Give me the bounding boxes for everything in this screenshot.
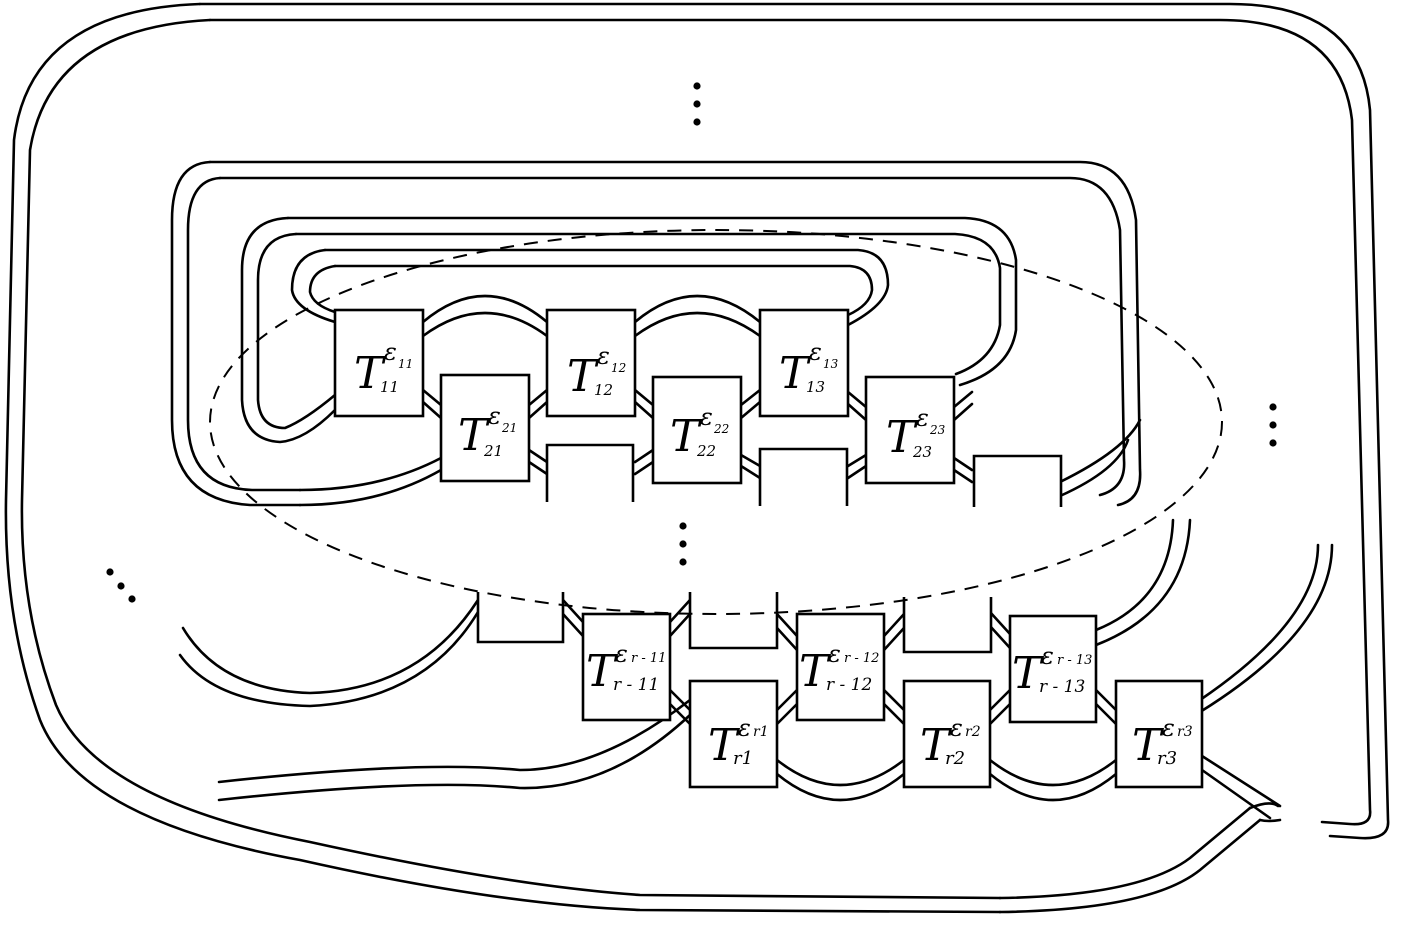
label-t11: T ε 11 11: [354, 338, 413, 399]
label-t11-sub: 11: [380, 378, 399, 396]
box-tr11: [581, 612, 672, 722]
tangle-labels: T ε 11 11 T ε 12 12 T ε 13 13 T ε 21 21 …: [354, 338, 1193, 771]
loop-4: [290, 248, 890, 327]
ellipsis-top: [693, 82, 701, 126]
label-t11-eps: ε: [384, 338, 397, 366]
box-t12: [545, 308, 637, 418]
label-t21: T ε 21 21: [458, 402, 517, 461]
label-t21-sub: 21: [483, 442, 503, 460]
label-tr12-sub: r - 12: [826, 675, 872, 695]
label-tr1-sub: r1: [733, 748, 753, 769]
ellipsis-left: [106, 568, 136, 603]
top-arcs: [421, 294, 762, 338]
crossing-strands: [298, 388, 1142, 507]
label-t12-sub: 12: [594, 381, 613, 399]
box-tr3: [1114, 679, 1204, 789]
label-t12-eps: ε: [597, 342, 610, 370]
label-t12-sup: 12: [611, 361, 626, 375]
label-t22-base: T: [670, 411, 703, 462]
label-tr3: T ε r3 r3: [1132, 714, 1193, 771]
cup-6: [902, 597, 993, 654]
label-tr3-eps: ε: [1162, 714, 1175, 742]
label-tr11-sub: r - 11: [613, 675, 659, 695]
box-t23: [864, 375, 956, 485]
box-tr1: [688, 679, 779, 789]
label-tr11-base: T: [586, 646, 619, 697]
label-t13-sub: 13: [806, 378, 825, 396]
box-tr12: [795, 612, 886, 722]
label-t11-sup: 11: [398, 357, 413, 371]
label-tr2-sup: r2: [965, 724, 981, 740]
label-t13-base: T: [779, 348, 812, 399]
label-tr1-sup: r1: [753, 724, 769, 740]
label-t11-base: T: [354, 348, 387, 399]
box-t21: [439, 373, 531, 483]
label-tr13-base: T: [1012, 648, 1045, 699]
label-t12: T ε 12 12: [567, 342, 626, 402]
label-tr1: T ε r1 r1: [708, 714, 769, 771]
cup-5: [688, 592, 779, 650]
label-tr2-eps: ε: [950, 714, 963, 742]
outer-loop: [4, 2, 1390, 914]
label-t13: T ε 13 13: [779, 338, 839, 399]
cup-3: [972, 454, 1063, 507]
label-t23-sup: 23: [929, 423, 946, 437]
label-t23-sub: 23: [912, 443, 932, 461]
label-tr11: T ε r - 11 r - 11: [586, 640, 666, 697]
box-t22: [651, 375, 743, 485]
tangle-boxes: [333, 308, 1204, 789]
label-tr2: T ε r2 r2: [920, 714, 981, 771]
label-t22-sub: 22: [696, 442, 716, 460]
label-t22: T ε 22 22: [670, 403, 729, 462]
label-tr12-eps: ε: [828, 640, 841, 668]
label-t13-sup: 13: [823, 357, 839, 371]
label-tr12-sup: r - 12: [844, 651, 879, 666]
label-tr2-base: T: [920, 720, 953, 771]
cup-1: [545, 443, 635, 502]
box-tr2: [902, 679, 992, 789]
label-t23-base: T: [886, 412, 919, 463]
label-t21-base: T: [458, 410, 491, 461]
ellipsis-dots: [106, 82, 1277, 603]
label-tr13-sup: r - 13: [1057, 653, 1092, 668]
label-tr12-base: T: [799, 646, 832, 697]
label-tr11-eps: ε: [615, 640, 628, 668]
label-tr3-base: T: [1132, 720, 1165, 771]
cup-2: [758, 447, 849, 506]
loop-2: [170, 160, 1142, 507]
label-t12-base: T: [567, 351, 600, 402]
cup-4: [476, 592, 565, 644]
label-t22-eps: ε: [700, 403, 713, 431]
ellipsis-right: [1269, 403, 1277, 447]
ellipsis-middle: [679, 522, 687, 566]
label-tr1-eps: ε: [738, 714, 751, 742]
box-t11: [333, 308, 425, 418]
label-t23-eps: ε: [916, 404, 929, 432]
cups: [476, 443, 1063, 654]
label-tr12: T ε r - 12 r - 12: [799, 640, 879, 697]
label-tr2-sub: r2: [945, 748, 965, 769]
label-tr11-sup: r - 11: [631, 651, 666, 666]
dashed-ellipse: [209, 229, 1223, 615]
label-tr1-base: T: [708, 720, 741, 771]
label-tr13-sub: r - 13: [1039, 677, 1085, 697]
label-t22-sup: 22: [713, 422, 729, 436]
label-t13-eps: ε: [809, 338, 822, 366]
label-tr3-sup: r3: [1177, 724, 1193, 740]
label-t23: T ε 23 23: [886, 404, 946, 463]
box-tr13: [1008, 614, 1098, 724]
lower-strands: [178, 518, 1334, 820]
loop-3: [240, 216, 1018, 444]
box-t13: [758, 308, 850, 418]
label-tr13: T ε r - 13 r - 13: [1012, 642, 1092, 699]
label-tr13-eps: ε: [1041, 642, 1054, 670]
label-t21-sup: 21: [501, 421, 517, 435]
label-t21-eps: ε: [488, 402, 501, 430]
label-tr3-sub: r3: [1157, 748, 1177, 769]
